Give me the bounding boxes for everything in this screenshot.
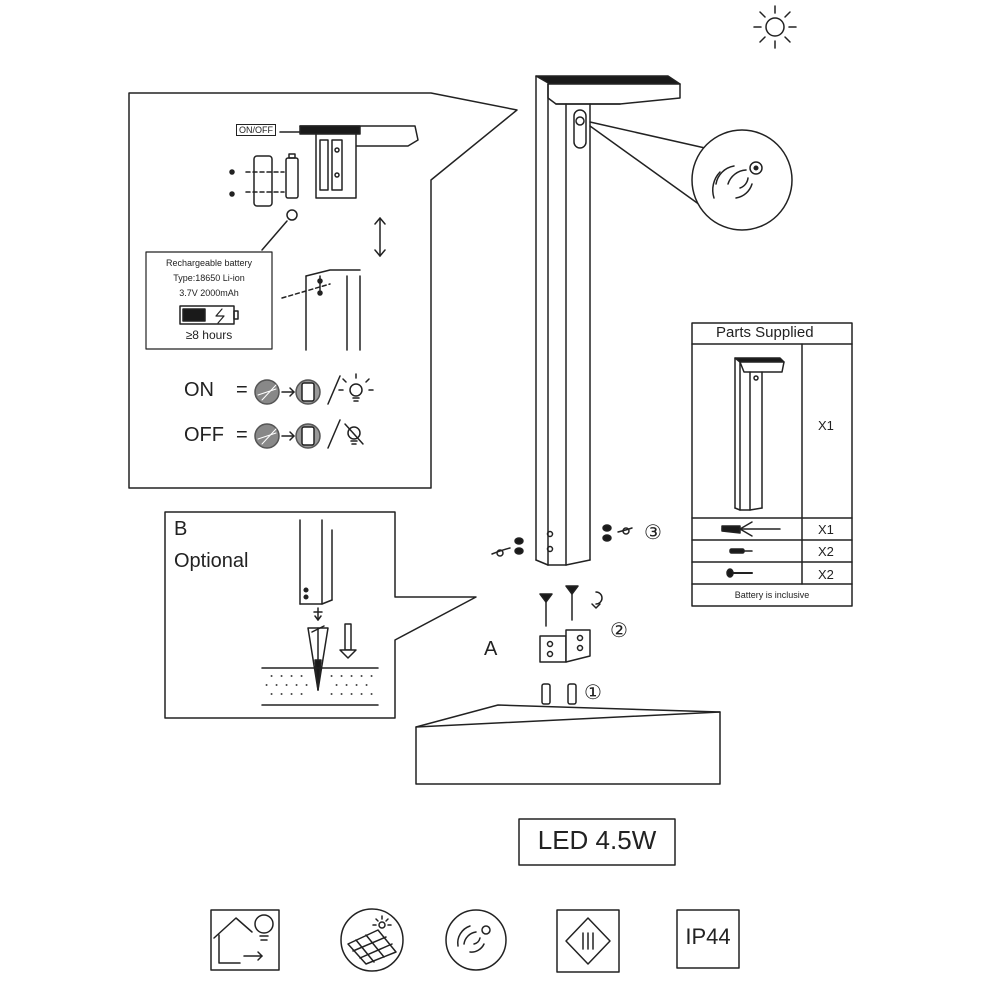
lamp-off-icon bbox=[344, 423, 364, 445]
parts-qty-pole: X1 bbox=[818, 418, 834, 433]
ground-dot bbox=[340, 693, 343, 695]
mode-off-label: OFF bbox=[184, 424, 224, 446]
step-three-marker: ③ bbox=[644, 522, 662, 544]
ground-dot bbox=[305, 684, 308, 686]
ground-dot bbox=[360, 675, 363, 677]
ground-dot bbox=[265, 684, 268, 686]
ip44-icon bbox=[676, 909, 740, 969]
ground-dot bbox=[270, 693, 273, 695]
on-solar-icon bbox=[254, 379, 280, 405]
parts-qty-spike: X1 bbox=[818, 522, 834, 537]
bollard-lamp bbox=[535, 75, 681, 566]
mode-off-equals: = bbox=[236, 424, 248, 446]
side-screws bbox=[491, 524, 633, 557]
ground-dot bbox=[295, 684, 298, 686]
parts-table bbox=[691, 322, 853, 607]
ip-rating: IP44 bbox=[685, 924, 731, 949]
sensor-callout bbox=[589, 121, 793, 231]
indoor-outdoor-lamp-icon bbox=[210, 909, 280, 971]
ground-dot bbox=[355, 684, 358, 686]
class-iii-icon bbox=[556, 909, 620, 973]
ground-dot bbox=[360, 693, 363, 695]
battery-spec: 3.7V 2000mAh bbox=[179, 288, 239, 298]
on-battery-icon bbox=[295, 379, 321, 405]
motion-sensor-icon bbox=[711, 161, 763, 199]
ground-dot bbox=[335, 684, 338, 686]
ground-dot bbox=[345, 684, 348, 686]
step-one-marker: ① bbox=[584, 682, 602, 704]
ground-dot bbox=[340, 675, 343, 677]
step-two-marker: ② bbox=[610, 620, 628, 642]
option-b-letter: B bbox=[174, 518, 188, 540]
mode-on-label: ON bbox=[184, 379, 214, 401]
mode-on-equals: = bbox=[236, 379, 248, 401]
parts-qty-screw: X2 bbox=[818, 567, 834, 582]
ground-dots bbox=[265, 675, 373, 695]
off-battery-icon bbox=[295, 423, 321, 449]
sun-icon bbox=[753, 5, 797, 49]
mode-icons bbox=[254, 373, 374, 449]
battery-detail-panel bbox=[128, 92, 518, 489]
ground-dot bbox=[275, 684, 278, 686]
ground-dot bbox=[330, 693, 333, 695]
ground-dot bbox=[365, 684, 368, 686]
ground-dot bbox=[300, 675, 303, 677]
ground-dot bbox=[350, 675, 353, 677]
parts-qty-dowel: X2 bbox=[818, 544, 834, 559]
motion-sensor-bottom-icon bbox=[445, 909, 507, 971]
off-solar-icon bbox=[254, 423, 280, 449]
ground-dot bbox=[370, 675, 373, 677]
ground-dot bbox=[290, 693, 293, 695]
option-b-panel bbox=[164, 511, 477, 719]
power-rating: LED 4.5W bbox=[537, 825, 657, 855]
ground-dot bbox=[280, 693, 283, 695]
battery-title: Rechargeable battery bbox=[165, 258, 253, 268]
ground-dot bbox=[370, 693, 373, 695]
parts-table-title: Parts Supplied bbox=[716, 324, 814, 341]
ground-dot bbox=[330, 675, 333, 677]
onoff-switch-label: ON/OFF bbox=[236, 124, 276, 136]
ground-dot bbox=[350, 693, 353, 695]
concrete-base bbox=[415, 704, 721, 785]
assembly-a-letter: A bbox=[484, 638, 498, 660]
option-b-label: Optional bbox=[174, 550, 249, 572]
parts-footer: Battery is inclusive bbox=[734, 590, 810, 600]
ground-dot bbox=[280, 675, 283, 677]
ground-dot bbox=[290, 675, 293, 677]
battery-runtime: ≥8 hours bbox=[185, 328, 233, 342]
ground-dot bbox=[300, 693, 303, 695]
power-box bbox=[518, 818, 676, 866]
ground-dot bbox=[285, 684, 288, 686]
battery-type: Type:18650 Li-ion bbox=[173, 273, 245, 283]
solar-panel-icon bbox=[340, 908, 404, 972]
lamp-on-icon bbox=[338, 373, 374, 402]
ground-dot bbox=[270, 675, 273, 677]
